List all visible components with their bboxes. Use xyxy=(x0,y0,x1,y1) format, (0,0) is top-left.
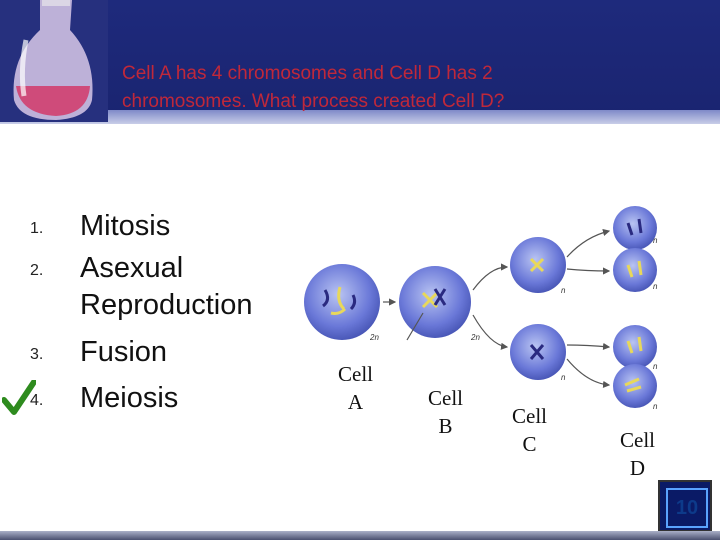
cell-c-label: Cell C xyxy=(512,404,547,456)
ploidy-label-d-4: n xyxy=(653,402,658,411)
cell-b-label: Cell B xyxy=(428,386,463,438)
answer-number: 4. xyxy=(30,392,44,409)
division-arrows xyxy=(383,228,611,389)
ploidy-label-d-3: n xyxy=(653,362,658,371)
cell-d-2 xyxy=(613,248,657,292)
footer-bar xyxy=(0,531,720,540)
ploidy-label-c-top: n xyxy=(561,286,566,295)
slide-number-badge: 10 xyxy=(658,480,712,532)
answer-label: Meiosis xyxy=(80,382,179,414)
answer-label: Fusion xyxy=(80,336,168,368)
cell-c-top xyxy=(510,237,566,293)
ploidy-label-d-1: n xyxy=(653,236,658,245)
ploidy-label-d-2: n xyxy=(653,282,658,291)
cell-d-label: Cell D xyxy=(620,428,655,480)
meiosis-diagram: 2n 2n n n n n n n xyxy=(304,206,658,411)
cell-c-bottom xyxy=(510,324,566,380)
question-line-1: Cell A has 4 chromosomes and Cell D has … xyxy=(122,63,493,84)
cell-d-1 xyxy=(613,206,657,250)
answer-number: 2. xyxy=(30,262,44,279)
ploidy-label-b: 2n xyxy=(470,333,480,342)
cell-a-label: Cell A xyxy=(338,362,373,414)
cell-b xyxy=(399,266,471,338)
answer-label: Asexual Reproduction xyxy=(80,252,253,321)
ploidy-label-c-bottom: n xyxy=(561,373,566,382)
question-title: Cell A has 4 chromosomes and Cell D has … xyxy=(122,60,682,116)
flask-icon xyxy=(0,0,108,122)
answer-label: Mitosis xyxy=(80,210,171,242)
cell-a xyxy=(304,264,380,340)
check-icon xyxy=(2,380,36,415)
answer-number: 1. xyxy=(30,220,44,237)
cell-d-3 xyxy=(613,325,657,369)
header-band xyxy=(0,110,720,124)
question-line-2: chromosomes. What process created Cell D… xyxy=(122,91,505,112)
cell-d-4 xyxy=(613,364,657,408)
slide-number: 10 xyxy=(666,488,708,528)
ploidy-label-a: 2n xyxy=(369,333,379,342)
answer-number: 3. xyxy=(30,346,44,363)
header-bar xyxy=(0,0,720,122)
